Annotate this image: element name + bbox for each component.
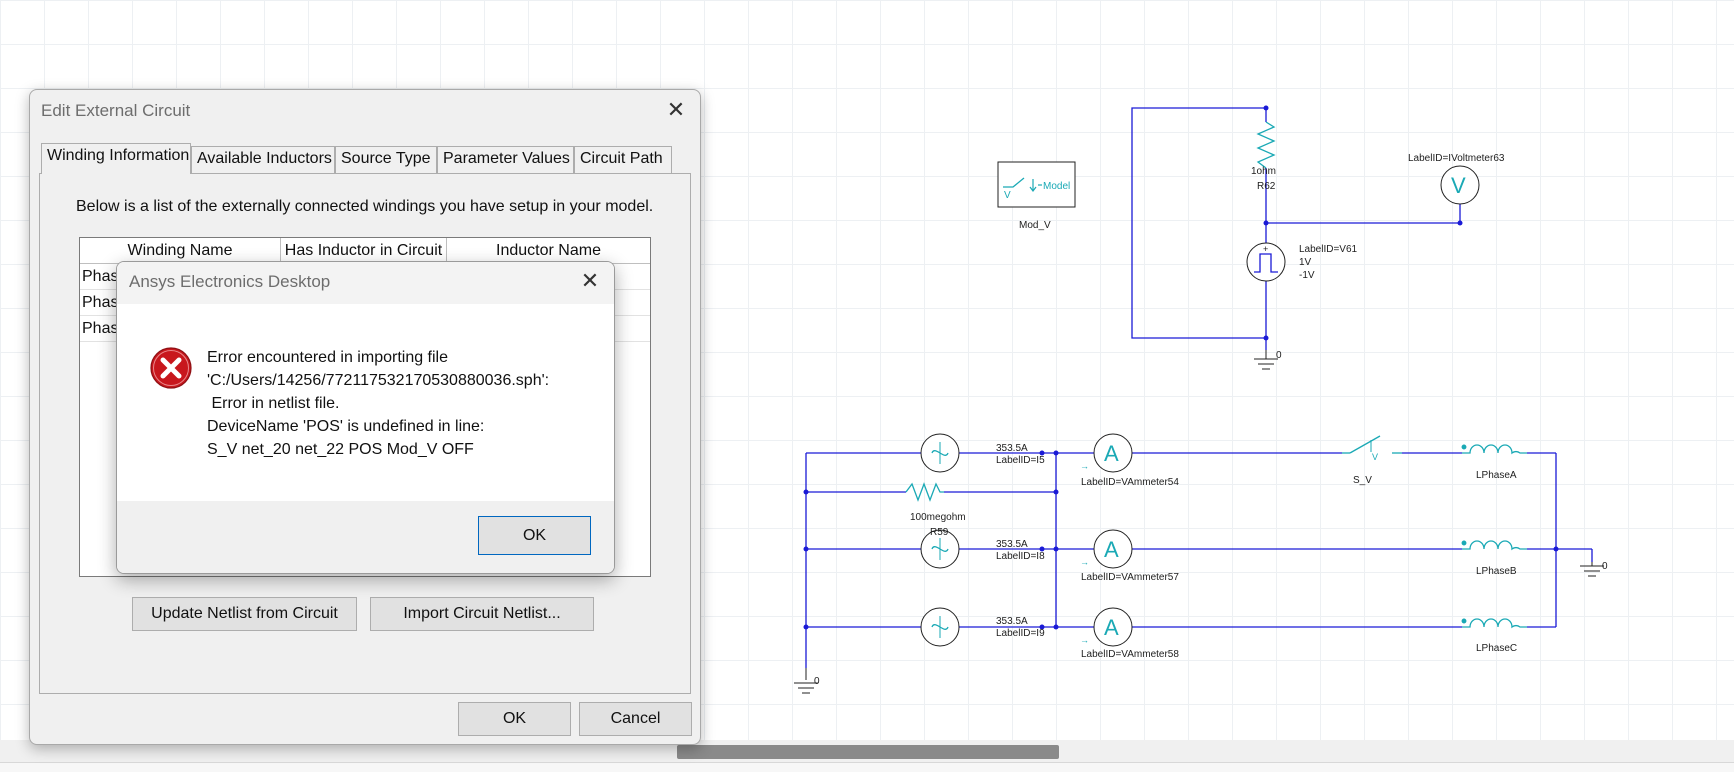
tab-available-inductors[interactable]: Available Inductors <box>191 146 335 173</box>
current-source-3-icon[interactable] <box>920 607 960 647</box>
switch-icon[interactable]: V <box>1342 435 1402 462</box>
model-block[interactable]: V Model <box>997 161 1076 208</box>
winding-description: Below is a list of the externally connec… <box>76 198 654 215</box>
resistor-r59[interactable] <box>905 482 944 502</box>
current-source-2-amps: 353.5A <box>996 539 1028 550</box>
inductor-b-icon[interactable] <box>1461 540 1527 551</box>
table-cell-winding-name: Phas <box>82 320 119 337</box>
resistor-r62-name: R62 <box>1257 181 1276 192</box>
svg-text:→: → <box>1080 461 1089 471</box>
model-inner-label: Model <box>1043 181 1070 192</box>
bottom-circuit-wires <box>805 452 1593 668</box>
ok-button[interactable]: OK <box>458 702 571 736</box>
current-source-2-label: LabelID=I8 <box>996 551 1045 562</box>
inductor-a-name: LPhaseA <box>1476 470 1517 481</box>
ground-top-label: 0 <box>1276 350 1282 361</box>
close-icon[interactable]: ✕ <box>666 97 686 122</box>
table-cell-winding-name: Phas <box>82 294 119 311</box>
ground-bottom-left-icon <box>794 668 818 694</box>
resistor-r62-value: 1ohm <box>1251 166 1276 177</box>
voltmeter-symbol: V <box>1451 173 1466 198</box>
ammeter-2-symbol: A <box>1104 537 1119 562</box>
switch-name: S_V <box>1353 475 1372 486</box>
inductor-c-name: LPhaseC <box>1476 643 1517 654</box>
bottom-circuit-nodes <box>803 450 1559 630</box>
ammeter-3-symbol: A <box>1104 615 1119 640</box>
tab-source-type[interactable]: Source Type <box>335 146 437 173</box>
inductor-b-name: LPhaseB <box>1476 566 1517 577</box>
voltmeter-icon[interactable]: V <box>1440 165 1480 205</box>
error-message: Error encountered in importing file 'C:/… <box>207 346 607 461</box>
table-cell-winding-name: Phas <box>82 268 119 285</box>
pulse-source-v1: 1V <box>1299 257 1312 268</box>
error-message-line: Error in netlist file. <box>207 395 340 412</box>
model-small-v: V <box>1004 190 1011 201</box>
current-source-3-amps: 353.5A <box>996 616 1028 627</box>
ground-right-icon <box>1580 562 1604 577</box>
ammeter-1-icon[interactable]: A → <box>1080 433 1133 473</box>
cancel-button[interactable]: Cancel <box>579 702 692 736</box>
column-header-inductor-name[interactable]: Inductor Name <box>447 238 650 264</box>
current-source-1-amps: 353.5A <box>996 443 1028 454</box>
horizontal-scrollbar[interactable] <box>0 740 1734 762</box>
top-circuit-wires <box>1131 107 1461 350</box>
resistor-r62[interactable] <box>1256 121 1276 169</box>
error-icon <box>150 347 192 389</box>
error-ok-button[interactable]: OK <box>478 516 591 555</box>
error-message-dialog: Ansys Electronics Desktop ✕ Error encoun… <box>116 261 615 574</box>
model-name-label: Mod_V <box>1019 220 1051 231</box>
switch-small-v: V <box>1372 452 1378 462</box>
error-message-line: S_V net_20 net_22 POS Mod_V OFF <box>207 441 474 458</box>
ammeter-3-icon[interactable]: A → <box>1080 607 1133 647</box>
top-circuit-nodes <box>1263 105 1463 341</box>
error-button-bar: OK <box>117 501 614 573</box>
voltmeter-label: LabelID=IVoltmeter63 <box>1408 153 1505 164</box>
ammeter-2-label: LabelID=VAmmeter57 <box>1081 572 1179 583</box>
update-netlist-button[interactable]: Update Netlist from Circuit <box>132 597 357 631</box>
close-icon[interactable]: ✕ <box>580 268 600 293</box>
ground-right-label: 0 <box>1602 561 1608 572</box>
current-source-1-icon[interactable] <box>920 433 960 473</box>
error-message-line: 'C:/Users/14256/772117532170530880036.sp… <box>207 372 550 389</box>
error-message-line: DeviceName 'POS' is undefined in line: <box>207 418 485 435</box>
import-netlist-button[interactable]: Import Circuit Netlist... <box>370 597 594 631</box>
current-source-1-label: LabelID=I5 <box>996 455 1045 466</box>
inductor-a-icon[interactable] <box>1461 444 1527 455</box>
pulse-source-v2: -1V <box>1299 270 1315 281</box>
current-source-3-label: LabelID=I9 <box>996 628 1045 639</box>
inductor-c-icon[interactable] <box>1461 618 1527 629</box>
tab-winding-information[interactable]: Winding Information <box>41 143 191 174</box>
svg-text:→: → <box>1080 635 1089 645</box>
ammeter-3-label: LabelID=VAmmeter58 <box>1081 649 1179 660</box>
current-source-2-icon[interactable] <box>920 529 960 569</box>
tab-parameter-values[interactable]: Parameter Values <box>437 146 574 173</box>
ground-top-icon <box>1254 350 1278 370</box>
ammeter-1-symbol: A <box>1104 441 1119 466</box>
svg-text:+: + <box>1263 244 1268 254</box>
ammeter-1-label: LabelID=VAmmeter54 <box>1081 477 1179 488</box>
ammeter-2-icon[interactable]: A → <box>1080 529 1133 569</box>
circuit-schematic[interactable]: V Model Mod_V 1ohm R62 V LabelID=IVoltme… <box>0 0 1734 740</box>
column-header-has-inductor[interactable]: Has Inductor in Circuit <box>281 238 447 264</box>
horizontal-scrollbar-thumb[interactable] <box>677 745 1059 759</box>
dialog-title: Edit External Circuit <box>41 101 191 120</box>
tab-circuit-path[interactable]: Circuit Path <box>574 146 672 173</box>
resistor-r59-value: 100megohm <box>910 512 966 523</box>
status-strip <box>0 762 1734 772</box>
error-message-line: Error encountered in importing file <box>207 349 449 366</box>
resistor-r59-name: R59 <box>930 527 949 538</box>
svg-text:→: → <box>1080 557 1089 567</box>
error-dialog-title: Ansys Electronics Desktop <box>129 272 331 291</box>
pulse-source-label: LabelID=V61 <box>1299 244 1358 255</box>
ground-bottom-left-label: 0 <box>814 676 820 687</box>
error-titlebar: Ansys Electronics Desktop ✕ <box>117 262 614 304</box>
pulse-source-icon[interactable]: + <box>1246 242 1286 282</box>
